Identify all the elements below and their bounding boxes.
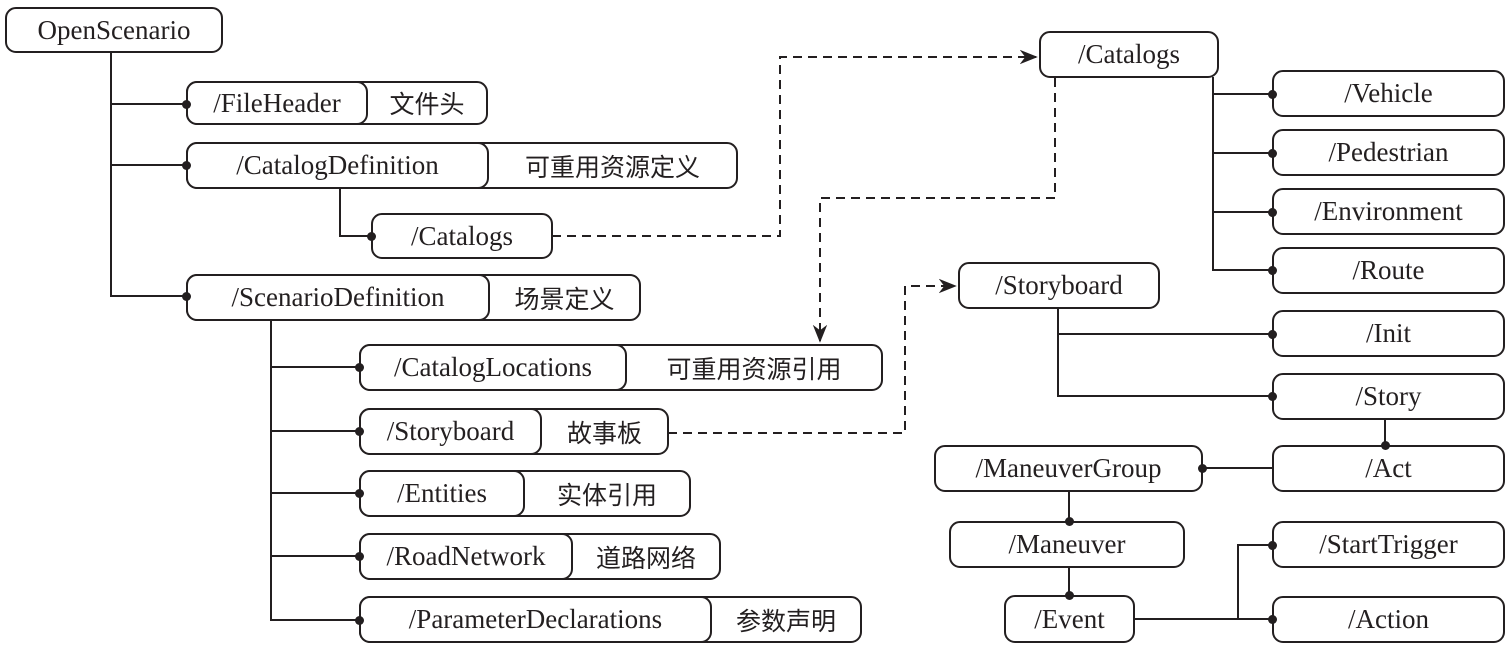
node-label: /Catalogs xyxy=(411,220,513,251)
connector-dot xyxy=(1065,517,1074,526)
connector-dot xyxy=(355,616,364,625)
node-description: 实体引用 xyxy=(556,480,657,510)
node-label: /Catalogs xyxy=(1078,39,1180,69)
node-parameterdeclarations[interactable]: /ParameterDeclarations 参数声明 xyxy=(359,596,862,643)
connector-dot xyxy=(182,292,191,301)
node-action[interactable]: /Action xyxy=(1272,596,1505,643)
connector-dot xyxy=(355,489,364,498)
node-storyboard-left[interactable]: /Storyboard 故事板 xyxy=(359,408,669,455)
dashed-link-catalogs-to-locations xyxy=(812,78,1056,343)
node-maneuvergroup[interactable]: /ManeuverGroup xyxy=(934,445,1203,492)
connector-dot xyxy=(1268,392,1277,401)
connector-dot xyxy=(355,363,364,372)
connector-dot xyxy=(182,100,191,109)
node-label: /CatalogLocations xyxy=(359,344,627,391)
node-pedestrian[interactable]: /Pedestrian xyxy=(1272,129,1505,176)
dashed-link-storyboard xyxy=(668,278,957,434)
node-label: /Init xyxy=(1366,318,1411,348)
node-label: /Entities xyxy=(359,470,525,517)
node-label: /Vehicle xyxy=(1344,78,1433,108)
tree-line-root xyxy=(110,52,188,297)
node-event[interactable]: /Event xyxy=(1004,595,1135,643)
node-openscenario[interactable]: OpenScenario xyxy=(5,7,223,53)
connector-dot xyxy=(367,232,376,241)
node-label: /Event xyxy=(1034,603,1105,634)
node-catalogdefinition[interactable]: /CatalogDefinition 可重用资源定义 xyxy=(186,142,738,189)
node-label: /RoadNetwork xyxy=(359,533,573,580)
tree-line-event-children xyxy=(1134,544,1273,620)
connector-dot xyxy=(1268,90,1277,99)
tree-line-catalogs-detail xyxy=(1212,77,1273,271)
connector-dot xyxy=(1198,464,1207,473)
connector-dot xyxy=(1268,149,1277,158)
node-starttrigger[interactable]: /StartTrigger xyxy=(1272,521,1505,568)
node-label: /Action xyxy=(1348,604,1429,634)
connector-dot xyxy=(1268,330,1277,339)
node-init[interactable]: /Init xyxy=(1272,310,1505,357)
node-cataloglocations[interactable]: /CatalogLocations 可重用资源引用 xyxy=(359,344,883,391)
node-vehicle[interactable]: /Vehicle xyxy=(1272,70,1505,117)
node-scenariodefinition[interactable]: /ScenarioDefinition 场景定义 xyxy=(186,274,641,321)
connector-dot xyxy=(1268,208,1277,217)
connector-dot xyxy=(1065,591,1074,600)
node-label: /Route xyxy=(1352,255,1425,285)
node-label: /ParameterDeclarations xyxy=(359,596,712,643)
node-description: 文件头 xyxy=(389,90,465,119)
tree-line-storyboard-detail xyxy=(1057,308,1273,397)
node-route[interactable]: /Route xyxy=(1272,247,1505,294)
node-entities[interactable]: /Entities 实体引用 xyxy=(359,470,691,517)
node-description: 场景定义 xyxy=(514,284,615,314)
connector-dot xyxy=(1268,615,1277,624)
connector-dot xyxy=(1268,266,1277,275)
node-environment[interactable]: /Environment xyxy=(1272,188,1505,235)
node-story[interactable]: /Story xyxy=(1272,373,1505,420)
node-label: /StartTrigger xyxy=(1319,529,1458,559)
connector-dot xyxy=(1268,541,1277,550)
connector-dot xyxy=(1381,441,1390,450)
node-catalogs-detail[interactable]: /Catalogs xyxy=(1039,31,1219,78)
node-description: 参数声明 xyxy=(735,606,836,636)
node-roadnetwork[interactable]: /RoadNetwork 道路网络 xyxy=(359,533,721,580)
node-description: 可重用资源定义 xyxy=(524,152,700,182)
node-label: /Maneuver xyxy=(1008,529,1126,559)
node-label: /FileHeader xyxy=(186,81,368,125)
tree-line-catalogs xyxy=(339,188,373,237)
node-label: OpenScenario xyxy=(37,14,191,45)
node-label: /Storyboard xyxy=(995,270,1123,300)
connector-dot xyxy=(355,427,364,436)
node-maneuver[interactable]: /Maneuver xyxy=(949,521,1185,568)
node-description: 道路网络 xyxy=(595,543,696,573)
node-label: /Pedestrian xyxy=(1328,137,1449,167)
connector-dot xyxy=(182,161,191,170)
node-label: /Act xyxy=(1365,453,1412,483)
node-storyboard-detail[interactable]: /Storyboard xyxy=(958,262,1160,309)
node-act[interactable]: /Act xyxy=(1272,445,1505,492)
node-label: /Environment xyxy=(1314,196,1463,226)
node-description: 可重用资源引用 xyxy=(666,354,842,384)
node-catalogs-left[interactable]: /Catalogs xyxy=(371,213,553,259)
connector-dot xyxy=(355,552,364,561)
node-fileheader[interactable]: /FileHeader 文件头 xyxy=(186,81,488,125)
node-label: /CatalogDefinition xyxy=(186,142,489,189)
node-description: 故事板 xyxy=(566,418,642,448)
dashed-link-catalogs xyxy=(552,49,1038,237)
tree-line-scenario-trunk xyxy=(270,320,360,621)
node-label: /ManeuverGroup xyxy=(975,453,1162,483)
node-label: /ScenarioDefinition xyxy=(186,274,490,321)
node-label: /Storyboard xyxy=(359,408,542,455)
node-label: /Story xyxy=(1355,381,1422,411)
